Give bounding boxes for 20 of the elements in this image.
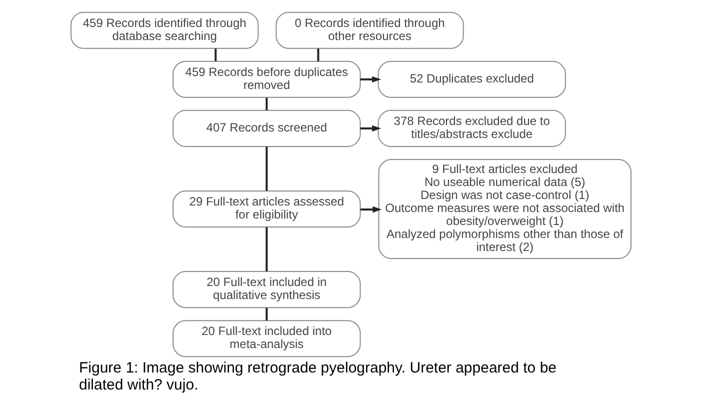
node-box: 459 Records before duplicates removed — [172, 60, 360, 98]
arrow — [360, 206, 382, 213]
node-box: 459 Records identified through database searching — [70, 12, 258, 49]
connector — [265, 227, 268, 272]
connector — [265, 98, 268, 110]
node-box: 20 Full-text included into meta-analysis — [172, 320, 360, 358]
connector — [214, 48, 216, 62]
caption: Figure 1: Image showing retrograde pyelography. Ureter appeared to be dilated with? vujo. — [78, 360, 556, 394]
arrow — [360, 76, 381, 83]
node-box: 52 Duplicates excluded — [377, 60, 566, 98]
node-box: 407 Records screened — [172, 110, 360, 147]
connector — [265, 308, 268, 320]
connector — [316, 48, 319, 62]
node-box: 0 Records identified through other resources — [275, 12, 464, 49]
node-box: 29 Full-text articles assessed for eligibility — [172, 190, 360, 228]
node-box: 378 Records excluded due to titles/abstracts exclude — [377, 110, 566, 147]
node-box: 20 Full-text included in qualitative synthesis — [172, 271, 360, 308]
arrow — [360, 125, 381, 132]
node-box: 9 Full-text articles excluded No useable numerical data (5) Design was not case-control (1) Outcome measures were not associated with obesity/overweight (1) Analyzed polymorphisms other than those of interest (2) — [378, 158, 631, 260]
connector — [265, 146, 268, 191]
